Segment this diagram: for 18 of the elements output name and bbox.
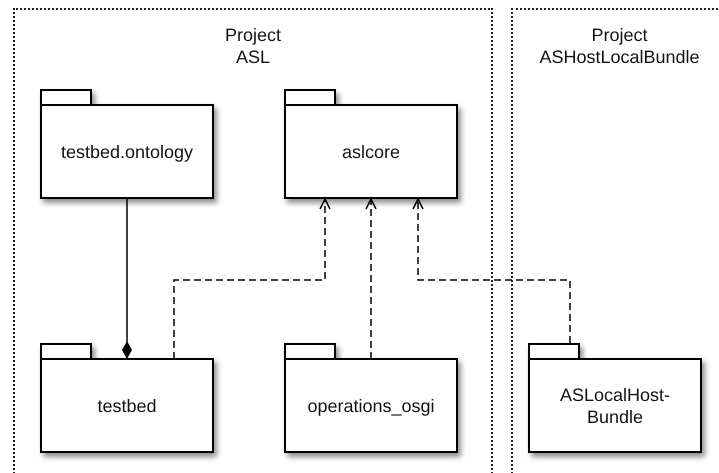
package-folder [284,343,458,453]
package-folder [40,89,214,199]
package-name: operations_osgi [307,395,435,417]
package-name: testbed.ontology [60,141,194,163]
project-region [13,8,493,473]
dependency-arrow [365,198,377,359]
dependency-arrow [173,198,331,359]
package-folder [40,343,214,453]
package-folder [284,89,458,199]
package-folder [528,343,702,453]
project-title: Project ASL [224,24,282,68]
package-name: testbed [97,395,157,417]
composition-line [122,199,132,359]
project-title: Project ASHostLocalBundle [539,24,700,68]
dependency-arrow [412,198,571,343]
package-name: aslcore [342,141,400,163]
package-name: ASLocalHost-Bundle [558,384,672,428]
project-region [511,8,719,473]
